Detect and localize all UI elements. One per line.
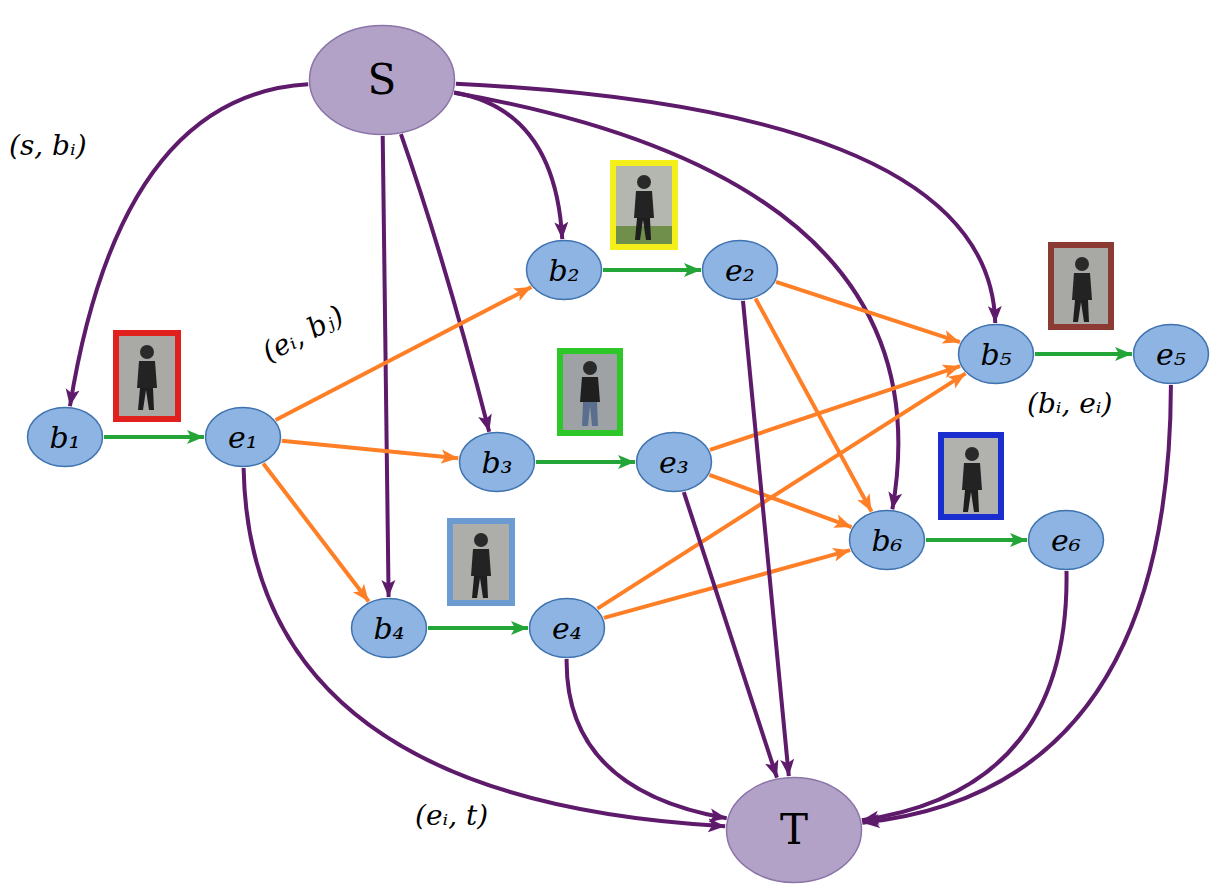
flow-arrow: [755, 298, 871, 511]
flow-arrow: [926, 538, 1027, 542]
flow-arrow: [536, 460, 635, 464]
graph-node: b₃: [458, 431, 536, 493]
flow-arrow: [567, 659, 727, 818]
flow-arrow: [276, 287, 532, 420]
flow-arrow: [710, 366, 960, 450]
person-thumbnail: [1051, 245, 1111, 327]
node-label: e₆: [1051, 524, 1081, 557]
edge-type-label: (bᵢ, eᵢ): [1024, 388, 1115, 420]
graph-node: b₅: [957, 323, 1035, 385]
graph-node: b₁: [26, 406, 104, 468]
node-label: e₄: [552, 612, 582, 645]
graph-node: e₃: [635, 431, 713, 493]
person-thumbnail: [613, 163, 675, 247]
flow-arrow: [428, 626, 528, 630]
graph-node: e₄: [528, 597, 606, 659]
person-thumbnail: [941, 435, 1001, 517]
graph-node: e₅: [1132, 323, 1210, 385]
node-label: e₃: [659, 446, 689, 479]
flow-arrow: [743, 301, 789, 776]
flow-arrow: [776, 282, 960, 342]
flow-arrow: [684, 492, 777, 778]
node-label: e₂: [725, 254, 755, 287]
graph-node: b₂: [525, 239, 603, 301]
flow-arrow: [244, 468, 726, 826]
node-label: b₃: [481, 446, 512, 479]
graph-node: e₂: [701, 239, 779, 301]
flow-arrow: [454, 93, 562, 240]
flow-arrow: [597, 373, 965, 608]
flow-arrow: [401, 134, 489, 431]
node-label: T: [780, 807, 808, 853]
graph-node: b₄: [350, 597, 428, 659]
node-label: e₁: [228, 421, 258, 454]
node-label: b₄: [373, 612, 404, 645]
flow-arrow: [456, 84, 995, 323]
flow-arrow: [709, 475, 851, 527]
flow-arrow: [862, 571, 1067, 820]
flow-arrow: [263, 463, 368, 601]
flow-arrow: [603, 268, 701, 272]
flow-arrow: [1035, 352, 1132, 356]
person-thumbnail: [116, 333, 178, 419]
terminal-node: T: [725, 776, 863, 884]
edge-type-label: (eᵢ, bⱼ): [254, 298, 351, 370]
person-thumbnail: [450, 521, 512, 603]
node-label: e₅: [1156, 338, 1186, 371]
graph-node: b₆: [848, 509, 926, 571]
graph-node: e₆: [1027, 509, 1105, 571]
node-label: b₆: [871, 524, 902, 557]
person-thumbnail: [560, 351, 620, 433]
flow-arrow: [104, 435, 204, 439]
flow-arrow: [383, 136, 389, 597]
terminal-node: S: [308, 24, 456, 136]
flow-arrow: [604, 550, 850, 618]
node-label: b₂: [548, 254, 579, 287]
edge-type-label: (s, bᵢ): [6, 130, 90, 162]
flow-arrow: [862, 385, 1171, 823]
node-label: b₁: [49, 421, 80, 454]
flow-arrow: [282, 441, 459, 458]
node-label: S: [368, 57, 397, 103]
node-label: b₅: [980, 338, 1011, 371]
edge-type-label: (eᵢ, t): [412, 800, 491, 832]
graph-node: e₁: [204, 406, 282, 468]
